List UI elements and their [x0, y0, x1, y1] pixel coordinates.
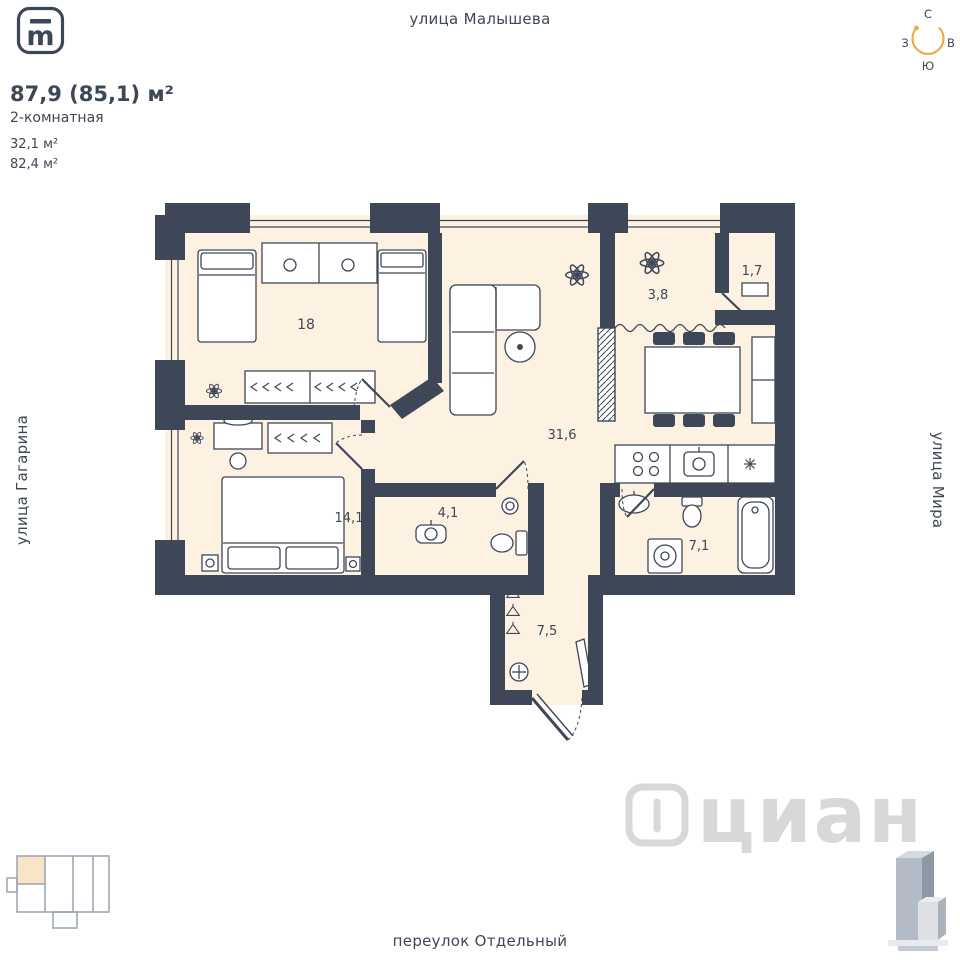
dining-chairs [653, 332, 735, 427]
room-label-bathroom-2: 7,1 [689, 539, 710, 554]
room-label-closet: 1,7 [742, 264, 763, 279]
shelf [741, 282, 769, 297]
rooms-type: 2-комнатная [10, 110, 104, 127]
area-line-1: 32,1 м² [10, 137, 59, 153]
watermark-logo-icon [625, 783, 689, 847]
furniture [190, 242, 776, 688]
room-label-hallway: 7,5 [537, 624, 558, 639]
room-label-bedroom-1: 18 [297, 317, 315, 333]
open-boundary-wave [614, 323, 726, 333]
site-mini-plan [6, 855, 110, 929]
room-labels: 18 31,6 14,1 4,1 7,5 7,1 3,8 1,7 [297, 264, 762, 639]
room-label-bathroom-1: 4,1 [438, 506, 459, 521]
street-right-label: улица Мира [929, 431, 947, 529]
windows [165, 215, 720, 540]
compass-south: Ю [922, 59, 934, 72]
logo-letter: m [26, 21, 54, 52]
compass-east: В [947, 36, 955, 50]
watermark-text: циан [697, 775, 924, 861]
area-line-2: 82,4 м² [10, 157, 59, 173]
street-bottom-label: переулок Отдельный [392, 932, 568, 950]
doors [335, 292, 748, 741]
watermark: циан [625, 775, 924, 861]
hob-icon [743, 457, 757, 471]
highlighted-unit [17, 856, 45, 884]
dining-table [644, 346, 741, 414]
street-left-label: улица Гагарина [13, 414, 31, 546]
furniture-bathroom-1 [415, 497, 528, 556]
furniture-bathroom-2 [618, 491, 774, 574]
wardrobe-2 [267, 422, 333, 454]
compass-west: З [901, 36, 908, 50]
compass-icon: С З В Ю [901, 7, 955, 72]
furniture-bedroom-1 [197, 242, 427, 404]
apartment-info: 87,9 (85,1) м² 2-комнатная 32,1 м² 82,4 … [10, 82, 174, 173]
furniture-bedroom-2 [190, 416, 361, 574]
developer-logo-icon: m [16, 6, 65, 55]
room-label-bedroom-2: 14,1 [335, 511, 364, 526]
total-area-title: 87,9 (85,1) м² [10, 82, 174, 106]
toilet [515, 530, 528, 556]
furniture-pantry [639, 250, 769, 297]
room-label-pantry: 3,8 [648, 288, 669, 303]
entrance-door [530, 697, 570, 741]
shaft [597, 323, 726, 422]
room-label-living: 31,6 [548, 428, 577, 443]
vanity-table [213, 422, 263, 450]
bed-1 [197, 249, 257, 343]
street-top-label: улица Малышева [409, 10, 551, 28]
floor-plan: 18 31,6 14,1 4,1 7,5 7,1 3,8 1,7 [155, 203, 795, 741]
building-illustration [888, 851, 948, 951]
furniture-living [449, 262, 776, 484]
compass-north: С [924, 7, 932, 21]
